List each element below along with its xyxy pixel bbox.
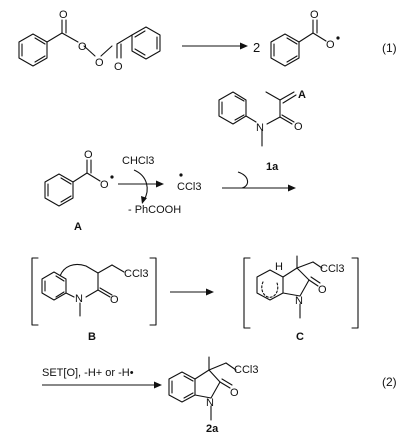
product-ccl3: CCl3 [234,364,258,376]
step2-arrowhead [156,180,164,188]
b-o: O [110,294,119,306]
benzoyloxy-radical [270,19,327,67]
byproduct-curved-arrowhead [141,196,147,204]
equation-number-2: (2) [382,375,397,389]
radical-label-A: A [74,221,82,233]
intermediate-label-B: B [88,331,96,343]
b-ccl3: CCl3 [124,268,148,280]
c-n: N [295,295,303,307]
byproduct-curved-arrow [133,169,148,201]
substrate-top-label: A [298,89,306,101]
radical-a-dot [110,175,114,179]
substrate-n: N [256,122,264,134]
substrate-1a [218,91,297,147]
b-to-c-arrowhead [206,288,214,296]
c-ccl3: CCl3 [320,263,344,275]
peroxide-o-carbonyl-left: O [59,9,68,21]
ccl3-radical-dot [179,173,183,177]
bracket-C [243,257,359,329]
radical-dot [336,36,340,40]
reaction1-coefficient: 2 [253,40,260,55]
peroxide-o-bridge-right: O [95,57,104,69]
equation-number-1: (1) [382,41,397,55]
intermediate-B [41,263,125,317]
addition-arrowhead [288,184,296,192]
radical-A [44,159,101,207]
b-n: N [75,293,83,305]
dibenzoyl-peroxide [18,19,161,67]
reagent-chcl3: CHCl3 [122,155,154,167]
c-h: H [275,261,283,273]
byproduct-phcooh: - PhCOOH [128,204,181,216]
radical-o-oxygen: O [326,39,335,51]
intermediate-label-C: C [296,331,304,343]
peroxide-o-bridge-left: O [78,41,87,53]
product-o: O [230,387,239,399]
radical-a-o-carbonyl: O [84,149,93,161]
c-o: O [318,284,327,296]
reaction2-arrowhead [154,381,162,389]
bracket-B [31,257,157,326]
reaction2-conditions: SET[O], -H+ or -H• [42,367,134,379]
radical-a-o-oxygen: O [100,179,109,191]
addition-curved-arrow [237,171,249,189]
intermediate-C [256,255,323,319]
reaction1-arrowhead [240,42,248,50]
substrate-o: O [294,121,303,133]
peroxide-o-carbonyl-right: O [114,61,123,73]
ccl3-radical: CCl3 [177,181,201,193]
substrate-label-1a: 1a [266,161,279,173]
product-n: N [206,397,214,409]
radical-o-carbonyl: O [310,9,319,21]
product-label-2a: 2a [206,423,219,435]
product-2a [168,356,237,421]
